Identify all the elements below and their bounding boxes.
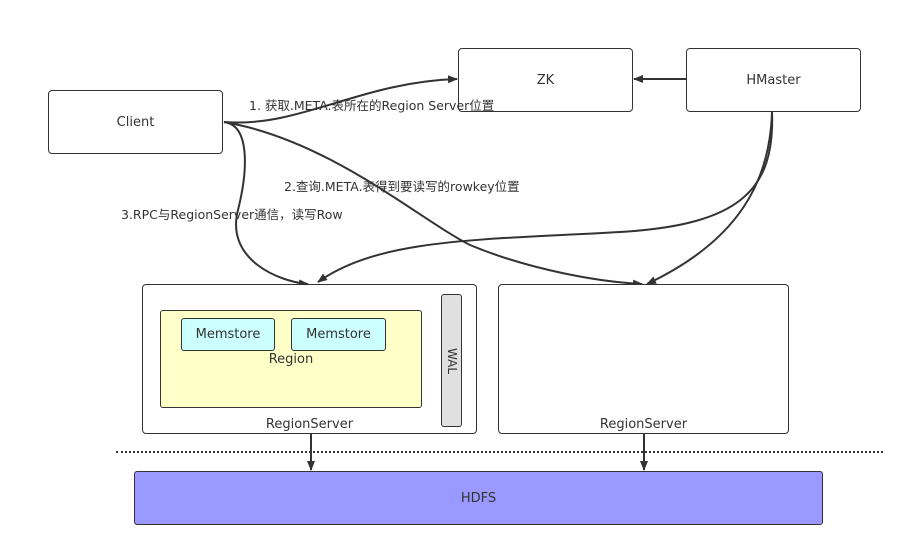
client-node[interactable]: Client [48, 90, 223, 154]
memstore-2-label: Memstore [306, 327, 371, 342]
region-box[interactable]: Memstore Memstore Region [160, 310, 422, 408]
zk-node[interactable]: ZK [458, 48, 633, 112]
hmaster-node[interactable]: HMaster [686, 48, 861, 112]
edge-client-regionserver2 [223, 121, 643, 288]
edge-client-zk [223, 75, 458, 124]
edge-hmaster-regionserver2 [646, 111, 773, 285]
memstore-2[interactable]: Memstore [291, 318, 386, 351]
wal-box[interactable]: WAL [441, 294, 462, 427]
edge-label-step2: 2.查询.META.表得到要读写的rowkey位置 [284, 179, 520, 194]
memstore-1-label: Memstore [195, 327, 261, 342]
edge-client-regionserver1 [223, 121, 309, 288]
hdfs-node[interactable]: HDFS [134, 471, 823, 525]
regionserver-2-label: RegionServer [599, 417, 688, 432]
regionserver-2-node[interactable]: RegionServer [498, 284, 789, 434]
region-label: Region [268, 352, 314, 367]
hdfs-label: HDFS [460, 490, 497, 506]
storage-divider [116, 451, 883, 453]
client-label: Client [116, 114, 155, 130]
edge-label-step1: 1. 获取.META.表所在的Region Server位置 [249, 98, 495, 113]
memstore-1[interactable]: Memstore [181, 318, 275, 351]
wal-label: WAL [444, 347, 459, 374]
hmaster-label: HMaster [746, 72, 801, 88]
edge-hmaster-regionserver1 [317, 111, 774, 283]
regionserver-1-node[interactable]: Memstore Memstore Region WAL RegionServe… [142, 284, 477, 434]
zk-label: ZK [536, 72, 555, 88]
edge-label-step3: 3.RPC与RegionServer通信，读写Row [121, 207, 343, 222]
regionserver-1-label: RegionServer [265, 417, 354, 432]
